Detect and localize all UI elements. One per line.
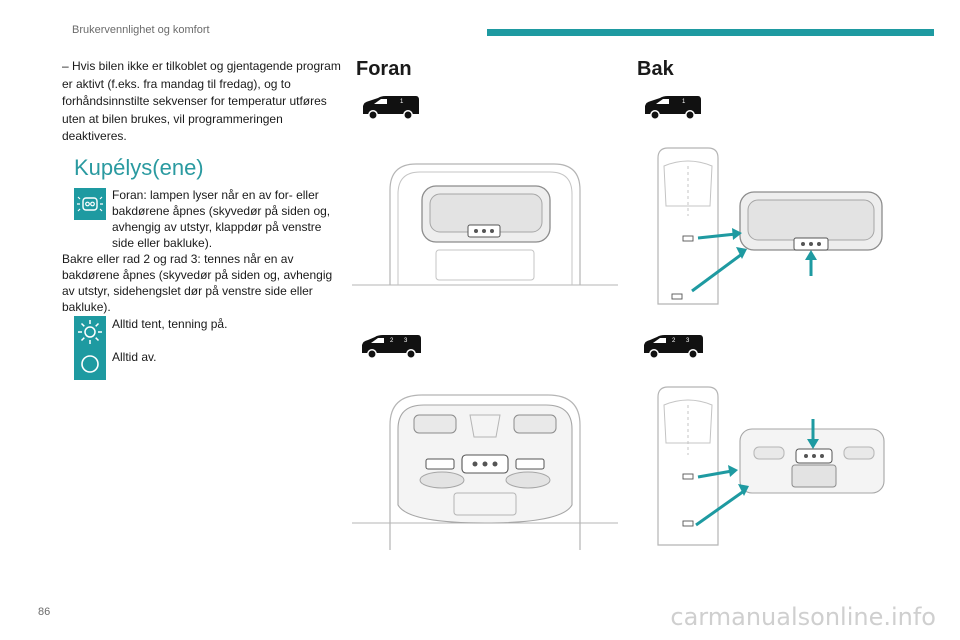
page-number: 86 [38,606,51,618]
running-header: Brukervennlighet og komfort [72,24,210,36]
item-door-text-second: Bakre eller rad 2 og rad 3: tennes når e… [62,252,333,314]
item-on-text: Alltid tent, tenning på. [112,317,228,331]
van-row-label-b: 3 [404,338,408,344]
sun-on-icon [74,316,106,348]
van-row-label-a: 2 [672,338,676,344]
van-row-label: 1 [682,99,686,105]
item-off-text: Alltid av. [112,350,157,364]
column-title-front: Foran [356,58,412,80]
door-light-icon [74,188,106,220]
front-roof-console-illustration [352,385,618,550]
footer-watermark: carmanualsonline.info [670,603,936,631]
van-long-front-icon: 2 3 [360,333,422,361]
front-courtesy-light-illustration [352,150,618,290]
header-accent-bar [487,29,934,36]
item-door-text-first: Foran: lampen lyser når en av for- eller… [112,188,331,250]
column-title-rear: Bak [637,58,674,80]
van-short-front-icon: 1 [360,94,422,122]
van-row-label: 1 [400,99,404,105]
van-row-label-a: 2 [390,338,394,344]
intro-paragraph: – Hvis bilen ikke er tilkoblet og gjenta… [62,59,341,144]
section-title: Kupélys(ene) [74,155,204,180]
circle-off-icon [74,348,106,380]
van-long-rear-icon: 2 3 [642,333,704,361]
rear-roof-console-illustration [650,385,890,550]
van-short-rear-icon: 1 [642,94,704,122]
rear-courtesy-light-illustration [650,146,890,311]
van-row-label-b: 3 [686,338,690,344]
